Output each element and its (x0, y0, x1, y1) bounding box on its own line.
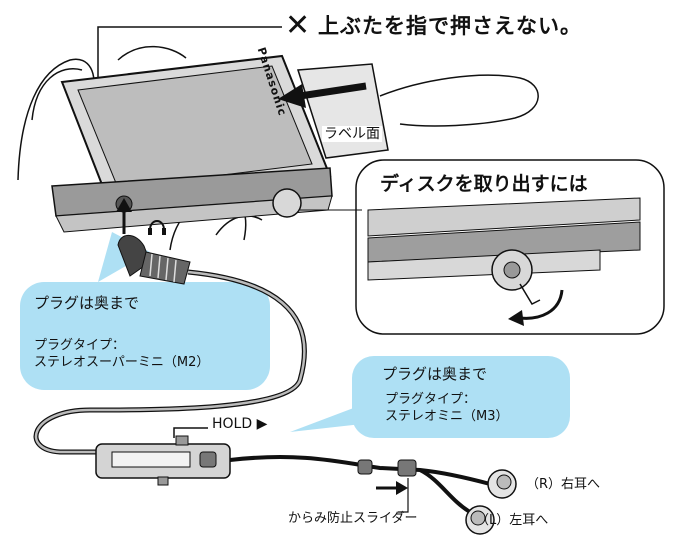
headphone-plug-type-label: プラグタイプ： (34, 338, 126, 353)
cord-clip (357, 459, 373, 475)
earphone-cord-right (229, 455, 491, 486)
headphone-plug-heading: プラグは奥まで (34, 294, 140, 312)
remote-control (95, 435, 231, 486)
disk-removal-title: ディスクを取り出すには (380, 173, 588, 195)
tangle-slider-label: からみ防止スライダー (288, 511, 418, 526)
headphone-icon (149, 220, 165, 231)
hold-switch-label: HOLD ▶ (212, 416, 268, 432)
earphone-plug-type-label: プラグタイプ： (385, 392, 477, 407)
tangle-slider (397, 459, 417, 477)
label-face-text: ラベル面 (322, 126, 382, 143)
right-ear-label: （R）右耳へ (526, 477, 601, 492)
left-ear-label: （L）左耳へ (476, 513, 549, 528)
warning-x-icon: ✕ (285, 8, 311, 43)
insert-arrow-head (116, 198, 132, 212)
cd-player (51, 54, 389, 233)
right-earbud (487, 469, 517, 499)
warning-text: 上ぶたを指で押さえない。 (318, 14, 582, 38)
headphone-plug (117, 234, 191, 285)
earphone-plug-type-value: ステレオミニ（M3） (385, 409, 509, 424)
earphone-plug-heading: プラグは奥まで (382, 365, 488, 383)
earphone-plug-bubble (290, 356, 570, 438)
slider-arrow (396, 481, 408, 495)
disk-removal-inset (355, 159, 665, 335)
earphone-cord-left (419, 468, 472, 514)
hold-leader (173, 427, 208, 438)
headphone-plug-type-value: ステレオスーパーミニ（M2） (34, 355, 210, 370)
slide-arrow-head (278, 84, 306, 108)
warning-leader-line (97, 26, 282, 80)
slide-arrow (299, 82, 367, 100)
left-earbud (465, 505, 495, 535)
